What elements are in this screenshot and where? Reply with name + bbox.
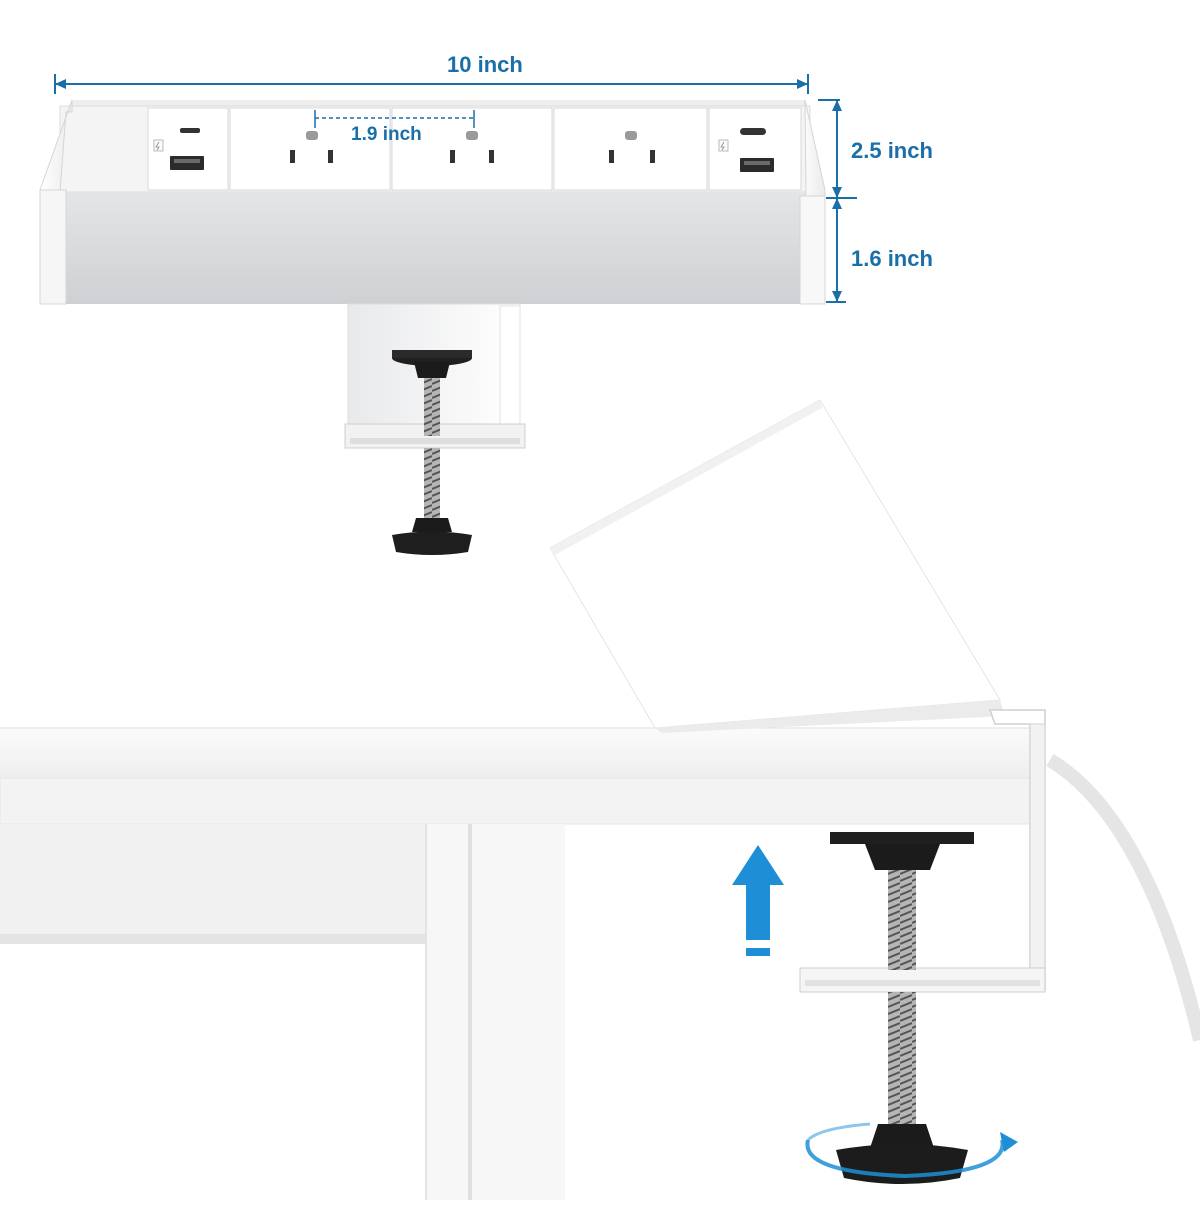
ac-outlet-1 xyxy=(290,131,333,163)
total-height-label: 2.5 inch xyxy=(851,138,933,163)
clamp-knob xyxy=(392,531,472,555)
power-cable xyxy=(1046,754,1200,1042)
screw-lower xyxy=(424,448,440,518)
lightning-icon xyxy=(153,139,164,152)
dimension-height xyxy=(818,99,857,303)
desk-edge xyxy=(0,777,1031,825)
desk-top xyxy=(0,728,1030,778)
width-label: 10 inch xyxy=(447,52,523,77)
outlet-spacing-label: 1.9 inch xyxy=(351,124,422,145)
clamp-screw-lower xyxy=(888,992,916,1124)
screw-upper xyxy=(424,378,440,436)
desk-leg xyxy=(425,824,565,1200)
lightning-icon xyxy=(718,139,729,152)
ac-outlet-3 xyxy=(609,131,655,163)
rotate-arrow-icon xyxy=(805,1122,1018,1179)
outlet-panel-2 xyxy=(391,107,553,191)
outlet-panel-3 xyxy=(553,107,708,191)
up-arrow-icon xyxy=(732,845,784,956)
body-height-label: 1.6 inch xyxy=(851,246,933,271)
usb-c-port xyxy=(180,128,200,133)
strip-tilted-body xyxy=(549,399,1001,729)
dimension-width xyxy=(54,74,809,94)
clamp-screw-upper xyxy=(888,870,916,970)
desk-scene xyxy=(0,399,1200,1200)
ac-outlet-2 xyxy=(450,131,494,163)
dimension-outlet-spacing xyxy=(314,110,475,128)
clamp-knob-large xyxy=(836,1144,968,1184)
power-strip-top-view xyxy=(39,99,826,555)
outlet-panel-1 xyxy=(229,107,391,191)
strip-front-face xyxy=(60,192,810,304)
desk-apron xyxy=(0,824,425,944)
clamp-pad xyxy=(830,832,974,844)
usb-c-port-right xyxy=(740,128,766,135)
